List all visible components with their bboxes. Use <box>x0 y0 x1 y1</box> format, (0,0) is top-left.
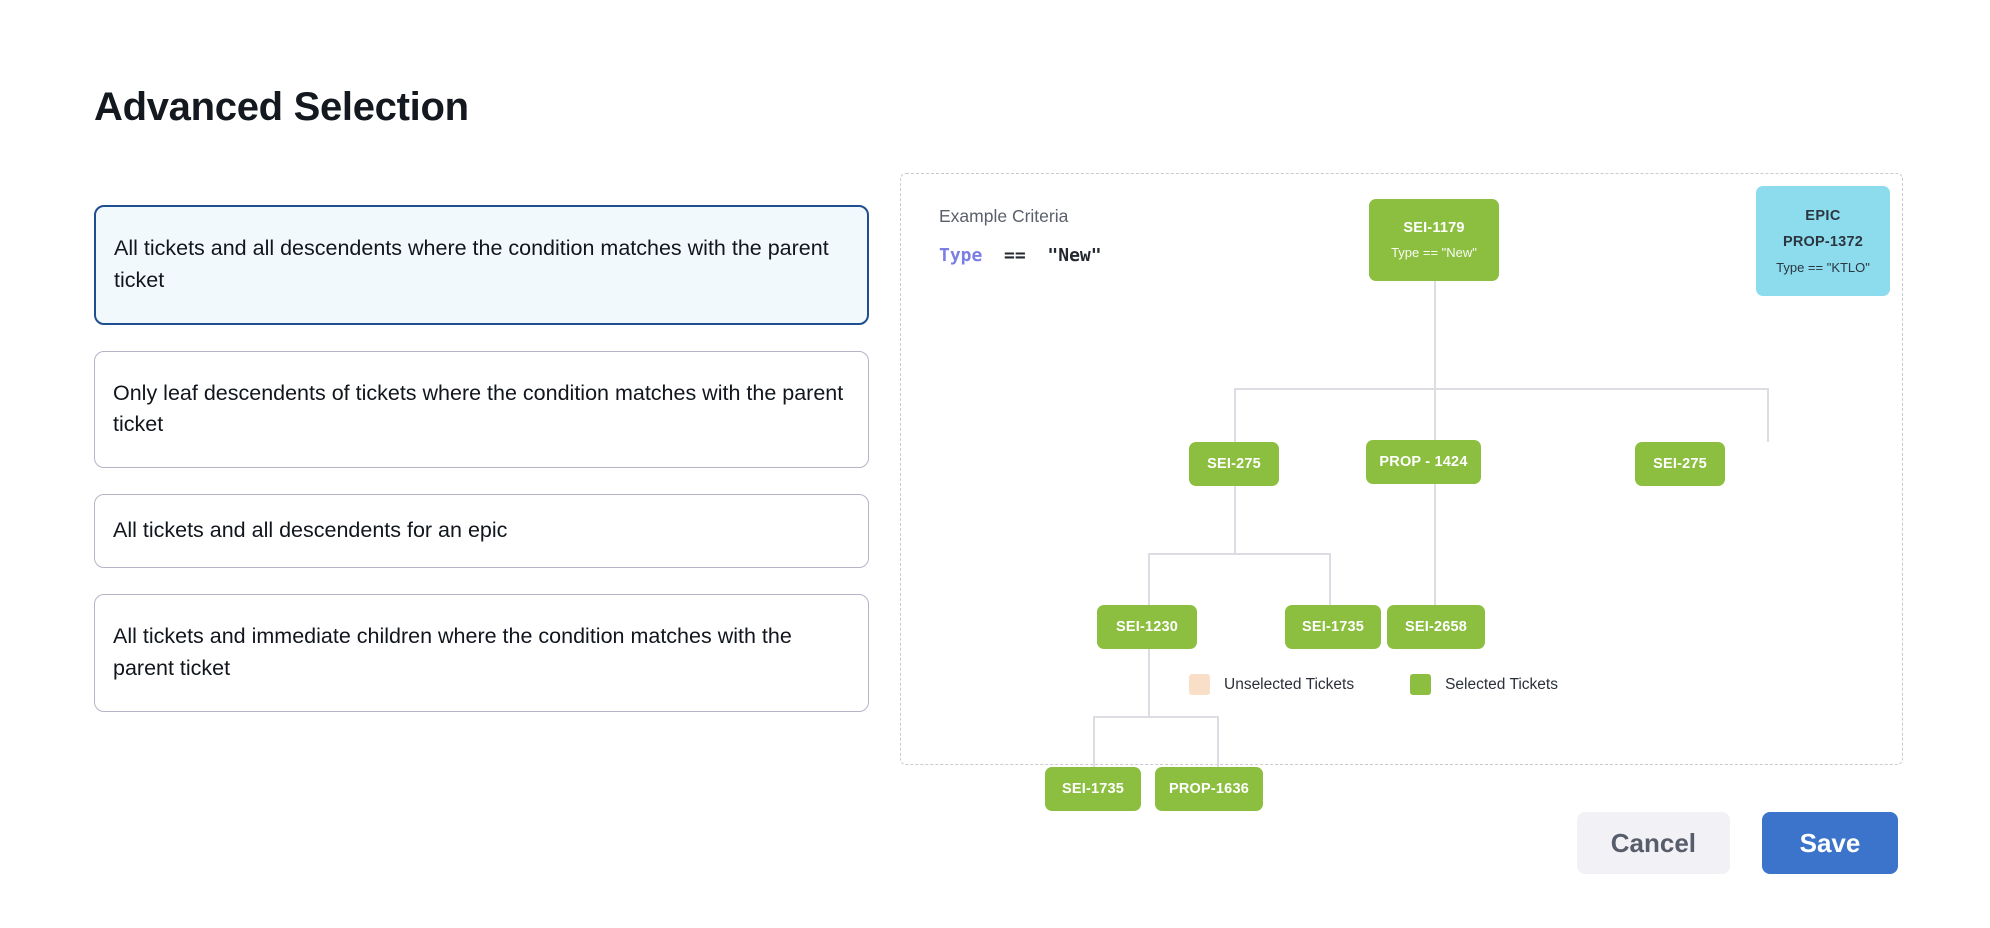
legend-item-unselected: Unselected Tickets <box>1189 674 1354 695</box>
node-key: PROP - 1424 <box>1379 454 1468 470</box>
option-card-all-descendents-epic[interactable]: All tickets and all descendents for an e… <box>94 494 869 569</box>
connector-row2-drop-right <box>1767 388 1769 442</box>
criteria-operator: == <box>1004 245 1026 266</box>
option-label: All tickets and all descendents where th… <box>114 236 829 292</box>
node-subtitle: Type == "New" <box>1391 245 1477 260</box>
legend-label: Selected Tickets <box>1445 675 1558 693</box>
tree-node-ggc-b[interactable]: PROP-1636 <box>1155 767 1263 811</box>
node-key: SEI-1735 <box>1061 781 1125 797</box>
option-label: All tickets and immediate children where… <box>113 624 792 680</box>
option-label: All tickets and all descendents for an e… <box>113 518 508 543</box>
criteria-value: "New" <box>1047 245 1102 266</box>
tree-node-gc-b[interactable]: SEI-1735 <box>1285 605 1381 649</box>
tree-node-child-a[interactable]: SEI-275 <box>1189 442 1279 486</box>
example-diagram-panel: Example Criteria Type == "New" SEI-1179 … <box>900 173 1903 811</box>
page-title: Advanced Selection <box>94 84 469 129</box>
tree-node-root[interactable]: SEI-1179 Type == "New" <box>1369 199 1499 281</box>
option-card-leaf-descendents-condition[interactable]: Only leaf descendents of tickets where t… <box>94 350 869 469</box>
tree-node-child-b[interactable]: PROP - 1424 <box>1366 440 1481 484</box>
connector-row2-bus <box>1234 388 1768 390</box>
node-epic-label: EPIC <box>1805 207 1841 224</box>
criteria-block: Example Criteria Type == "New" <box>939 206 1102 266</box>
node-key: SEI-275 <box>1653 456 1707 472</box>
legend-label: Unselected Tickets <box>1224 675 1355 693</box>
connector-child-b-stem <box>1434 474 1436 605</box>
selection-options-list: All tickets and all descendents where th… <box>94 205 869 738</box>
connector-row4-bus <box>1093 716 1217 718</box>
connector-gc-a-stem <box>1148 637 1150 717</box>
connector-row2-drop-center <box>1434 388 1436 442</box>
tree-node-ggc-a[interactable]: SEI-1735 <box>1045 767 1141 811</box>
tree-node-child-c[interactable]: SEI-275 <box>1635 442 1725 486</box>
criteria-field: Type <box>939 245 983 266</box>
node-key: PROP-1372 <box>1783 233 1863 250</box>
diagram-legend: Unselected Tickets Selected Tickets <box>1189 674 1558 695</box>
tree-node-gc-a[interactable]: SEI-1230 <box>1097 605 1197 649</box>
footer-actions: Cancel Save <box>1576 812 1898 874</box>
node-key: SEI-1179 <box>1403 220 1465 236</box>
connector-row4-drop-left <box>1093 716 1095 767</box>
legend-item-selected: Selected Tickets <box>1410 674 1558 695</box>
connector-row3-drop-left <box>1148 553 1150 605</box>
node-key: SEI-2658 <box>1404 619 1468 635</box>
option-card-all-descendents-condition[interactable]: All tickets and all descendents where th… <box>94 205 869 325</box>
connector-row4-drop-right <box>1217 716 1219 767</box>
option-card-immediate-children-condition[interactable]: All tickets and immediate children where… <box>94 594 869 712</box>
save-button[interactable]: Save <box>1762 812 1898 874</box>
legend-swatch-unselected-icon <box>1189 674 1210 695</box>
node-key: SEI-1735 <box>1301 619 1365 635</box>
connector-row3-bus <box>1148 553 1329 555</box>
tree-node-gc-c[interactable]: SEI-2658 <box>1387 605 1485 649</box>
cancel-button[interactable]: Cancel <box>1576 812 1730 874</box>
connector-child-a-stem <box>1234 474 1236 554</box>
tree-node-epic[interactable]: EPIC PROP-1372 Type == "KTLO" <box>1756 186 1890 296</box>
connector-root-stem <box>1434 279 1436 389</box>
node-key: SEI-1230 <box>1115 619 1179 635</box>
node-key: SEI-275 <box>1207 456 1261 472</box>
node-key: PROP-1636 <box>1169 781 1249 797</box>
criteria-expression: Type == "New" <box>939 245 1102 266</box>
option-label: Only leaf descendents of tickets where t… <box>113 380 844 437</box>
node-subtitle: Type == "KTLO" <box>1776 259 1870 275</box>
criteria-title: Example Criteria <box>939 206 1069 226</box>
connector-row2-drop-left <box>1234 388 1236 442</box>
legend-swatch-selected-icon <box>1410 674 1432 695</box>
connector-row3-drop-right <box>1329 553 1331 605</box>
